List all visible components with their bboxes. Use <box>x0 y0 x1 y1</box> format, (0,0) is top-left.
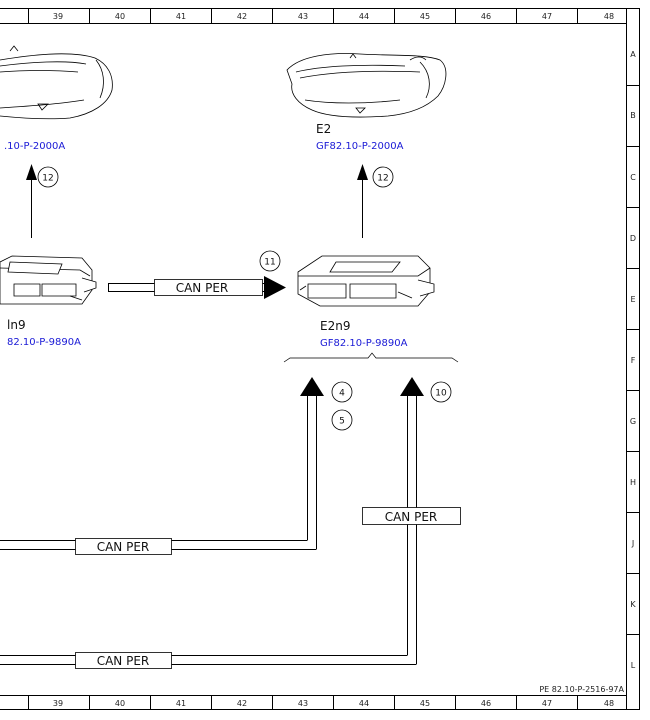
callout-number: 10 <box>435 389 447 399</box>
can-bus-input-a <box>0 395 317 550</box>
column-label: 45 <box>420 699 430 708</box>
row-ticks <box>626 85 640 635</box>
column-label: 48 <box>604 12 614 21</box>
row-label: J <box>631 539 634 548</box>
left-headlight-ref[interactable]: .10-P-2000A <box>4 141 65 152</box>
column-label: 41 <box>176 12 186 21</box>
column-label: 40 <box>115 699 125 708</box>
column-label: 43 <box>298 12 308 21</box>
left-headlight-drawing <box>0 45 113 120</box>
left-headlight-arrow <box>26 164 37 238</box>
callout-number: 12 <box>377 174 388 184</box>
column-label: 42 <box>237 12 247 21</box>
column-label: 46 <box>481 12 491 21</box>
column-label: 45 <box>420 12 430 21</box>
column-ticks <box>28 8 578 710</box>
column-labels-bottom: 39 40 41 42 43 44 45 46 47 48 <box>53 699 614 708</box>
row-label: F <box>631 356 636 365</box>
module-bracket <box>283 352 459 363</box>
column-label: 43 <box>298 699 308 708</box>
callout-5: 5 <box>331 409 353 431</box>
column-label: 40 <box>115 12 125 21</box>
callout-12-right: 12 <box>372 166 394 188</box>
row-label: K <box>630 600 636 609</box>
right-headlight-label: E2 <box>316 122 331 136</box>
can-label: CAN PER <box>385 510 438 524</box>
can-label: CAN PER <box>97 540 150 554</box>
callout-number: 5 <box>339 417 345 427</box>
row-label: D <box>630 234 636 243</box>
right-headlight-ref[interactable]: GF82.10-P-2000A <box>316 141 404 152</box>
callout-12-left: 12 <box>37 166 59 188</box>
column-label: 46 <box>481 699 491 708</box>
row-label: G <box>630 417 636 426</box>
column-label: 47 <box>542 12 552 21</box>
column-label: 44 <box>359 12 369 21</box>
input-arrow-a <box>300 377 324 396</box>
right-headlight-drawing <box>286 53 447 118</box>
left-module-drawing <box>0 255 97 305</box>
row-label: C <box>630 173 636 182</box>
column-label: 47 <box>542 699 552 708</box>
column-label: 42 <box>237 699 247 708</box>
input-arrow-b <box>400 377 424 396</box>
callout-11: 11 <box>259 250 281 272</box>
right-module-label: E2n9 <box>320 319 350 333</box>
callout-number: 11 <box>264 258 275 268</box>
row-labels: A B C D E F G H J K L <box>630 50 636 670</box>
document-id: PE 82.10-P-2516-97A <box>539 685 624 694</box>
row-label: A <box>630 50 636 59</box>
column-label: 48 <box>604 699 614 708</box>
can-label-box-left-upper: CAN PER <box>75 538 172 555</box>
row-label: E <box>630 295 635 304</box>
can-label: CAN PER <box>176 281 229 295</box>
left-module-ref[interactable]: 82.10-P-9890A <box>7 337 81 348</box>
row-label: H <box>630 478 636 487</box>
right-headlight-arrow <box>357 164 368 238</box>
column-label: 39 <box>53 12 63 21</box>
column-label: 39 <box>53 699 63 708</box>
diagram-frame <box>0 8 640 710</box>
row-label: L <box>631 661 636 670</box>
right-module-ref[interactable]: GF82.10-P-9890A <box>320 338 408 349</box>
can-bus-input-b <box>0 395 417 665</box>
can-label-box-top: CAN PER <box>154 279 263 296</box>
callout-4: 4 <box>331 381 353 403</box>
can-label: CAN PER <box>97 654 150 668</box>
column-label: 41 <box>176 699 186 708</box>
column-label: 44 <box>359 699 369 708</box>
can-label-box-left-lower: CAN PER <box>75 652 172 669</box>
right-module-drawing <box>297 255 435 307</box>
row-label: B <box>630 111 636 120</box>
column-labels-top: 39 40 41 42 43 44 45 46 47 48 <box>53 12 614 21</box>
callout-number: 12 <box>42 174 53 184</box>
callout-number: 4 <box>339 389 345 399</box>
can-label-box-right: CAN PER <box>362 507 461 525</box>
left-module-label: ln9 <box>7 318 26 332</box>
callout-10: 10 <box>430 381 452 403</box>
